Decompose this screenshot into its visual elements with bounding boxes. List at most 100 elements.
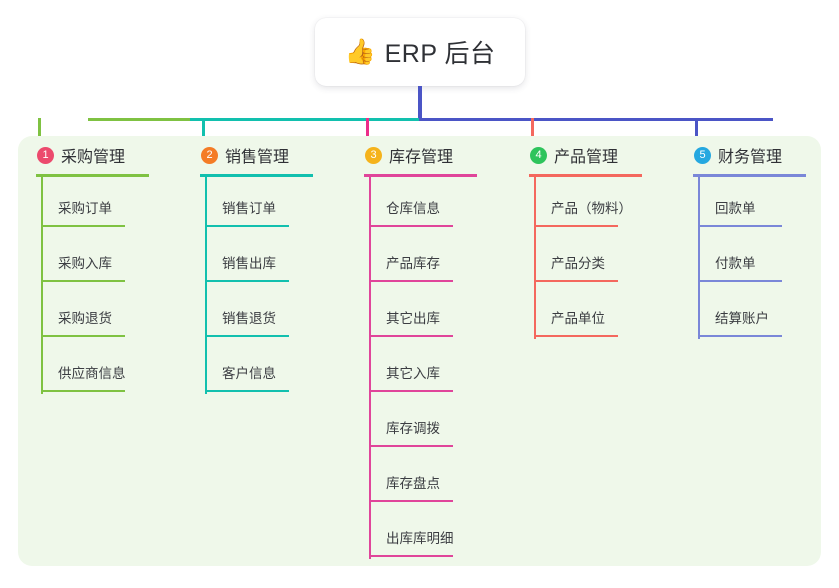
list-item-label: 客户信息: [222, 366, 276, 381]
list-item-underline: [42, 225, 125, 227]
list-item[interactable]: 其它出库: [361, 284, 521, 339]
list-item-label: 产品单位: [551, 311, 605, 326]
branch-item-list-3: 仓库信息产品库存其它出库其它入库库存调拨库存盘点出库库明细: [361, 174, 521, 559]
branch-drop-line-5: [695, 118, 698, 152]
branch-number-badge-4: 4: [530, 146, 547, 164]
list-item-label: 产品库存: [386, 256, 440, 271]
list-item-label: 结算账户: [715, 311, 769, 326]
branch-column-5: 5 财务管理回款单付款单结算账户: [690, 136, 839, 339]
list-item-underline: [370, 390, 453, 392]
branch-header-3[interactable]: 3 库存管理: [361, 136, 521, 174]
list-item[interactable]: 其它入库: [361, 339, 521, 394]
branch-title-1: 采购管理: [61, 149, 126, 166]
list-item[interactable]: 产品（物料）: [526, 174, 686, 229]
list-item[interactable]: 产品单位: [526, 284, 686, 339]
bus-segment-2: [190, 118, 419, 121]
list-item-underline: [370, 555, 453, 557]
root-node-content: 👍 ERP 后台: [344, 34, 495, 70]
branch-column-3: 3 库存管理仓库信息产品库存其它出库其它入库库存调拨库存盘点出库库明细: [361, 136, 521, 559]
branch-underline-5: [693, 174, 806, 177]
list-item-underline: [206, 335, 289, 337]
list-item[interactable]: 采购入库: [33, 229, 193, 284]
branch-item-list-1: 采购订单采购入库采购退货供应商信息: [33, 174, 193, 394]
list-item-underline: [370, 500, 453, 502]
list-item-underline: [535, 225, 618, 227]
list-item[interactable]: 销售退货: [197, 284, 357, 339]
branch-spine-5: [698, 174, 700, 339]
branch-spine-3: [369, 174, 371, 559]
branch-number-badge-5: 5: [694, 146, 711, 164]
branch-title-5: 财务管理: [718, 149, 783, 166]
list-item-underline: [535, 335, 618, 337]
list-item[interactable]: 库存调拨: [361, 394, 521, 449]
list-item-label: 销售订单: [222, 201, 276, 216]
bus-segment-3: [419, 118, 773, 121]
branch-header-5[interactable]: 5 财务管理: [690, 136, 839, 174]
list-item-underline: [699, 335, 782, 337]
branch-underline-1: [36, 174, 149, 177]
list-item[interactable]: 结算账户: [690, 284, 839, 339]
root-node-card[interactable]: 👍 ERP 后台: [315, 18, 525, 86]
list-item-label: 销售出库: [222, 256, 276, 271]
list-item-underline: [370, 280, 453, 282]
list-item-underline: [42, 335, 125, 337]
list-item-underline: [206, 390, 289, 392]
branch-number-badge-3: 3: [365, 146, 382, 164]
branch-item-list-4: 产品（物料） 产品分类产品单位: [526, 174, 686, 339]
list-item[interactable]: 采购退货: [33, 284, 193, 339]
branch-drop-line-1: [38, 118, 41, 152]
list-item[interactable]: 回款单: [690, 174, 839, 229]
list-item-label: 回款单: [715, 201, 756, 216]
list-item-underline: [370, 445, 453, 447]
list-item-label: 付款单: [715, 256, 756, 271]
branch-item-list-2: 销售订单销售出库销售退货客户信息: [197, 174, 357, 394]
branch-title-3: 库存管理: [389, 149, 454, 166]
list-item[interactable]: 仓库信息: [361, 174, 521, 229]
list-item[interactable]: 产品分类: [526, 229, 686, 284]
list-item-label: 采购订单: [58, 201, 112, 216]
list-item-label: 采购退货: [58, 311, 112, 326]
branch-underline-3: [364, 174, 477, 177]
list-item-label: 产品（物料）: [551, 201, 632, 216]
branch-drop-line-4: [531, 118, 534, 152]
list-item-underline: [370, 225, 453, 227]
list-item-label: 其它入库: [386, 366, 440, 381]
list-item-underline: [206, 225, 289, 227]
list-item-label: 仓库信息: [386, 201, 440, 216]
branch-underline-4: [529, 174, 642, 177]
list-item-label: 库存调拨: [386, 421, 440, 436]
branch-spine-2: [205, 174, 207, 394]
list-item-label: 出库库明细: [386, 531, 454, 546]
list-item-label: 供应商信息: [58, 366, 126, 381]
root-trunk-line: [418, 86, 422, 121]
list-item-underline: [370, 335, 453, 337]
list-item-underline: [42, 280, 125, 282]
root-node-title: ERP 后台: [384, 40, 496, 68]
branch-item-list-5: 回款单付款单结算账户: [690, 174, 839, 339]
list-item-underline: [535, 280, 618, 282]
list-item[interactable]: 销售出库: [197, 229, 357, 284]
list-item[interactable]: 出库库明细: [361, 504, 521, 559]
branch-number-badge-2: 2: [201, 146, 218, 164]
list-item-label: 采购入库: [58, 256, 112, 271]
branch-title-2: 销售管理: [225, 149, 290, 166]
list-item[interactable]: 库存盘点: [361, 449, 521, 504]
list-item[interactable]: 采购订单: [33, 174, 193, 229]
branch-underline-2: [200, 174, 313, 177]
list-item-underline: [699, 225, 782, 227]
branch-drop-line-2: [202, 118, 205, 152]
list-item-label: 产品分类: [551, 256, 605, 271]
branch-header-2[interactable]: 2 销售管理: [197, 136, 357, 174]
bus-segment-1: [88, 118, 190, 121]
list-item[interactable]: 客户信息: [197, 339, 357, 394]
list-item[interactable]: 付款单: [690, 229, 839, 284]
list-item[interactable]: 销售订单: [197, 174, 357, 229]
branch-column-2: 2 销售管理销售订单销售出库销售退货客户信息: [197, 136, 357, 394]
list-item[interactable]: 产品库存: [361, 229, 521, 284]
list-item[interactable]: 供应商信息: [33, 339, 193, 394]
